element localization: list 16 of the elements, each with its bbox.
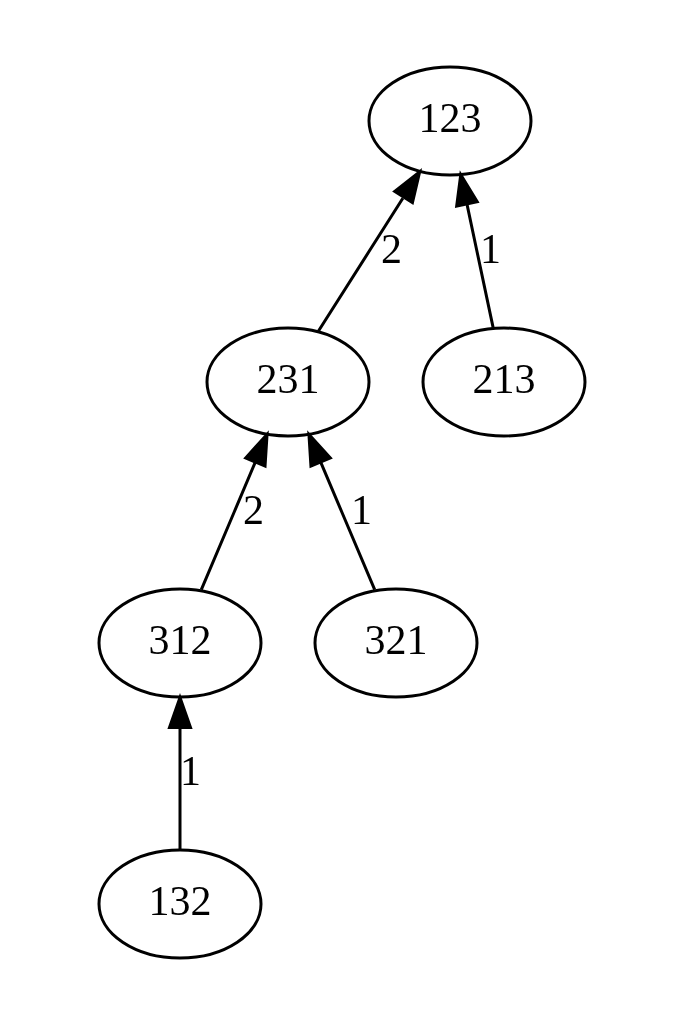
node-ellipse: 132 — [97, 848, 263, 959]
edge-label: 2 — [243, 486, 264, 533]
node-ellipse: 123 — [367, 65, 533, 176]
edge-label: 1 — [351, 486, 372, 533]
arrow — [199, 429, 269, 590]
node-ellipse: 213 — [421, 326, 587, 437]
node-ellipse: 231 — [205, 326, 371, 437]
node-ellipse: 312 — [97, 587, 263, 698]
edge-label: 1 — [480, 225, 501, 272]
arrow — [167, 692, 193, 849]
arrow — [317, 167, 423, 332]
edge-label: 2 — [381, 225, 402, 272]
node-ellipse: 321 — [313, 587, 479, 698]
arrow — [307, 429, 377, 590]
edge-label: 1 — [180, 747, 201, 794]
arrow — [454, 169, 495, 328]
